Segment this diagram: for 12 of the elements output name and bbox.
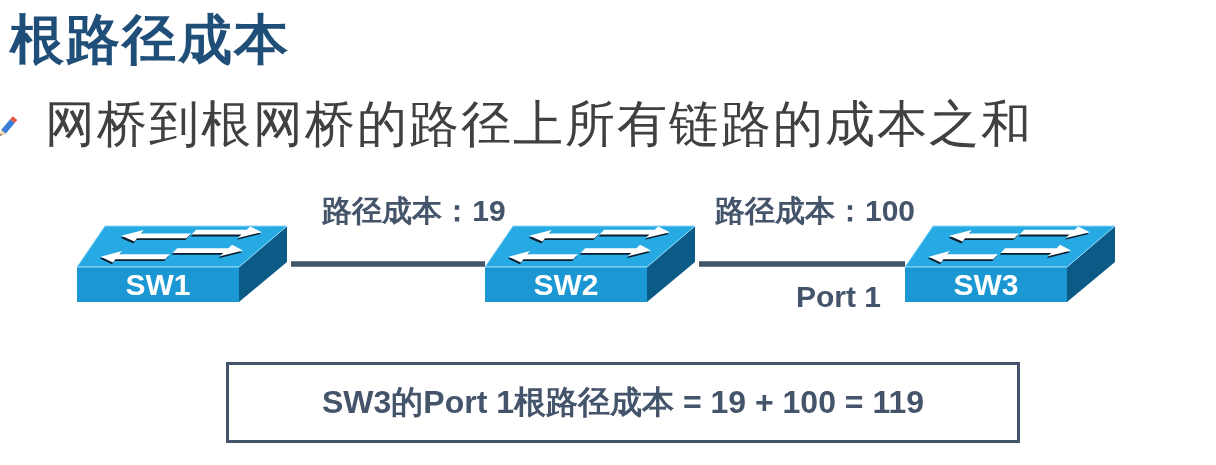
port-label: Port 1 (796, 279, 882, 315)
switch-label: SW1 (125, 269, 191, 300)
switch-label: SW2 (533, 269, 599, 300)
link-line (291, 261, 485, 267)
formula-text: SW3的Port 1根路径成本 = 19 + 100 = 119 (321, 384, 924, 421)
switch-label: SW3 (953, 269, 1019, 300)
link-line (699, 261, 905, 267)
result-box (226, 362, 1020, 443)
edge-label: 路径成本：19 (322, 194, 506, 229)
slide-title: 根路径成本 (10, 8, 290, 70)
bullet-text: 网桥到根网桥的路径上所有链路的成本之和 (45, 95, 1033, 154)
edge-label: 路径成本：100 (714, 194, 916, 229)
